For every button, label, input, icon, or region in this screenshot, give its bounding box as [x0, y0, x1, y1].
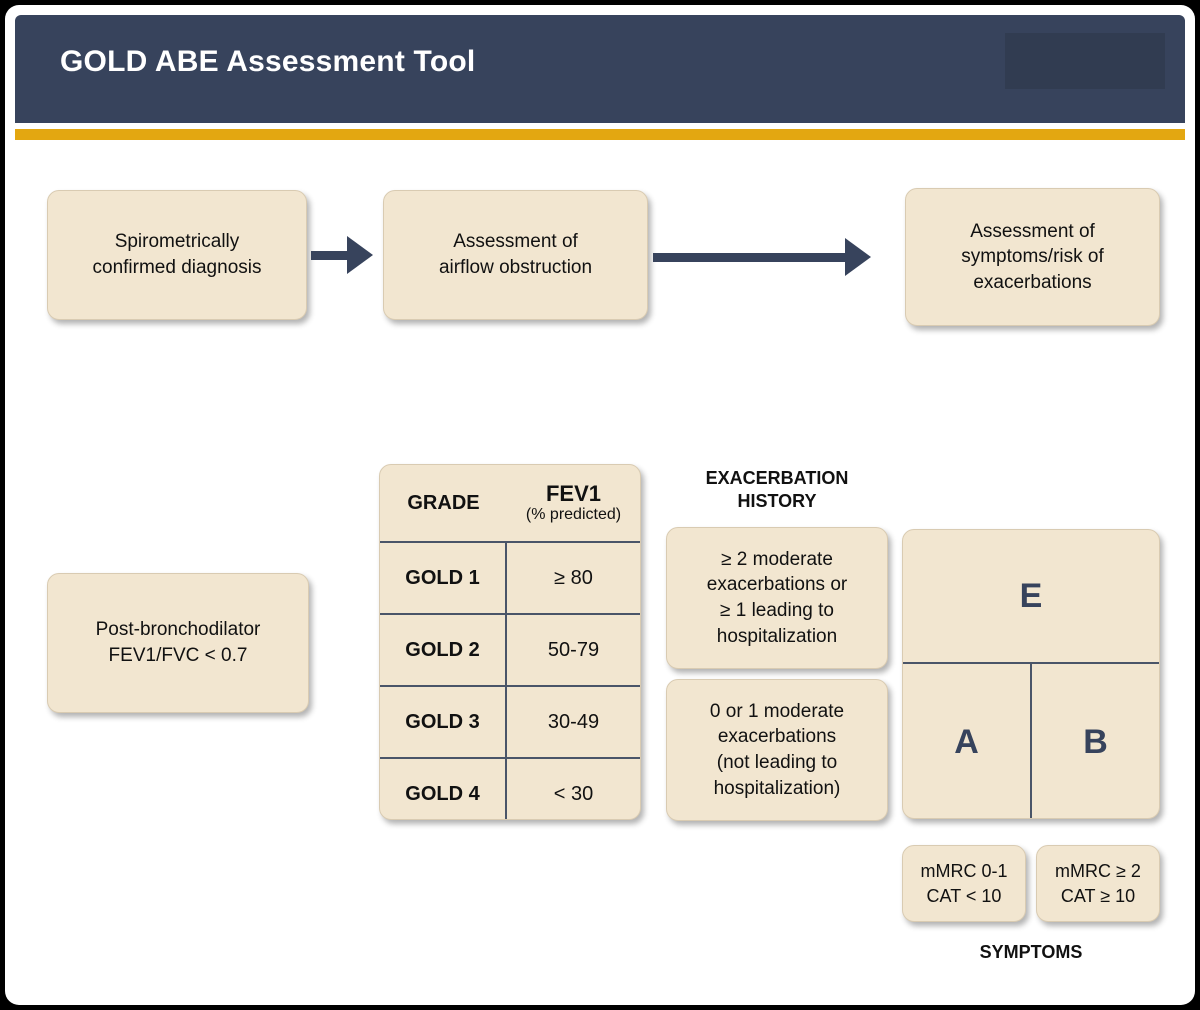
exacerbation-low-risk-line3: (not leading to	[716, 752, 838, 773]
grade-label: GOLD 4	[380, 759, 507, 819]
diagnosis-criterion-box: Post-bronchodilator FEV1/FVC < 0.7	[47, 573, 309, 713]
flow-step-diagnosis: Spirometrically confirmed diagnosis	[47, 190, 307, 320]
exacerbation-high-risk-line1: ≥ 2 moderate	[721, 548, 833, 570]
grade-table-header-fev1-main: FEV1	[545, 481, 602, 507]
flow-step-diagnosis-line1: Spirometrically	[114, 231, 240, 253]
diagnosis-criterion-line2: FEV1/FVC < 0.7	[108, 645, 248, 666]
exacerbation-high-risk-line2: exacerbations or	[706, 574, 848, 596]
grade-label: GOLD 3	[380, 687, 507, 757]
flow-step-airflow-line1: Assessment of	[453, 231, 578, 253]
exacerbation-low-risk-line2: exacerbations	[717, 726, 837, 748]
diagnosis-criterion-text: Post-bronchodilator FEV1/FVC < 0.7	[96, 617, 261, 668]
flow-step-airflow: Assessment of airflow obstruction	[383, 190, 648, 320]
flow-step-airflow-text: Assessment of airflow obstruction	[439, 229, 592, 280]
abe-group-b-letter: B	[1083, 722, 1108, 761]
grade-table-header-fev1-sub: (% predicted)	[525, 506, 622, 524]
exacerbation-history-title-line2: HISTORY	[737, 490, 817, 511]
symptoms-high-text: mMRC ≥ 2 CAT ≥ 10	[1055, 859, 1141, 908]
flow-step-symptom-risk-line3: exacerbations	[973, 271, 1092, 293]
assessment-tool-card: GOLD ABE Assessment Tool Spirometrically…	[5, 5, 1195, 1005]
abe-group-a-cell: A	[903, 664, 1032, 818]
abe-group-a-letter: A	[954, 722, 979, 761]
flow-step-symptom-risk: Assessment of symptoms/risk of exacerbat…	[905, 188, 1160, 326]
abe-group-e-cell: E	[903, 530, 1159, 664]
symptoms-axis-label: SYMPTOMS	[979, 942, 1083, 962]
grade-label: GOLD 1	[380, 543, 507, 613]
exacerbation-low-risk-line4: hospitalization)	[713, 777, 841, 799]
table-row: GOLD 3 30-49	[380, 685, 640, 757]
exacerbation-high-risk-line3: ≥ 1 leading to	[720, 600, 834, 621]
exacerbation-high-risk-line4: hospitalization	[716, 625, 838, 647]
gold-grade-table: GRADE FEV1 (% predicted) GOLD 1 ≥ 80 GOL…	[379, 464, 641, 820]
exacerbation-history-title-line1: EXACERBATION	[705, 468, 849, 488]
flow-step-symptom-risk-text: Assessment of symptoms/risk of exacerbat…	[961, 219, 1104, 296]
page-title: GOLD ABE Assessment Tool	[60, 45, 476, 78]
grade-value: 50-79	[547, 638, 600, 661]
flow-arrow-2-shaft	[653, 253, 847, 262]
table-row: GOLD 1 ≥ 80	[380, 541, 640, 613]
grade-table-header-fev1: FEV1 (% predicted)	[507, 465, 640, 541]
flow-step-diagnosis-text: Spirometrically confirmed diagnosis	[93, 229, 262, 280]
header-bar: GOLD ABE Assessment Tool	[15, 15, 1185, 123]
abe-group-e-letter: E	[1019, 576, 1043, 615]
symptoms-high-line1: mMRC ≥ 2	[1055, 861, 1141, 882]
table-row: GOLD 2 50-79	[380, 613, 640, 685]
grade-value: 30-49	[547, 710, 600, 733]
grade-table-header-row: GRADE FEV1 (% predicted)	[380, 465, 640, 541]
grade-value: < 30	[553, 782, 594, 805]
flow-arrow-1-shaft	[311, 251, 349, 260]
exacerbation-low-risk-text: 0 or 1 moderate exacerbations (not leadi…	[710, 699, 844, 802]
table-row: GOLD 4 < 30	[380, 757, 640, 819]
exacerbation-low-risk-line1: 0 or 1 moderate	[709, 700, 845, 722]
grade-label: GOLD 2	[380, 615, 507, 685]
symptoms-high-box: mMRC ≥ 2 CAT ≥ 10	[1036, 845, 1160, 922]
exacerbation-high-risk-box: ≥ 2 moderate exacerbations or ≥ 1 leadin…	[666, 527, 888, 669]
flow-step-airflow-line2: airflow obstruction	[438, 257, 593, 278]
symptoms-low-text: mMRC 0-1 CAT < 10	[920, 859, 1007, 908]
abe-group-b-cell: B	[1032, 664, 1159, 818]
grade-value: ≥ 80	[554, 566, 593, 589]
grade-table-header-grade: GRADE	[407, 491, 480, 514]
flow-arrow-1-head-icon	[347, 236, 373, 274]
symptoms-low-line1: mMRC 0-1	[920, 861, 1008, 882]
logo-placeholder	[1005, 33, 1165, 89]
symptoms-high-line2: CAT ≥ 10	[1060, 885, 1136, 906]
symptoms-low-box: mMRC 0-1 CAT < 10	[902, 845, 1026, 922]
abe-group-grid: E A B	[902, 529, 1160, 819]
symptoms-low-line2: CAT < 10	[926, 885, 1002, 906]
gold-accent-rule	[15, 129, 1185, 140]
exacerbation-low-risk-box: 0 or 1 moderate exacerbations (not leadi…	[666, 679, 888, 821]
diagnosis-criterion-line1: Post-bronchodilator	[95, 619, 261, 641]
abe-bottom-row: A B	[903, 664, 1159, 818]
flow-arrow-2-head-icon	[845, 238, 871, 276]
exacerbation-high-risk-text: ≥ 2 moderate exacerbations or ≥ 1 leadin…	[707, 547, 847, 650]
flow-step-diagnosis-line2: confirmed diagnosis	[92, 257, 262, 278]
flow-step-symptom-risk-line1: Assessment of	[970, 220, 1095, 242]
flow-step-symptom-risk-line2: symptoms/risk of	[961, 246, 1104, 268]
exacerbation-history-title: EXACERBATION HISTORY	[666, 467, 888, 512]
